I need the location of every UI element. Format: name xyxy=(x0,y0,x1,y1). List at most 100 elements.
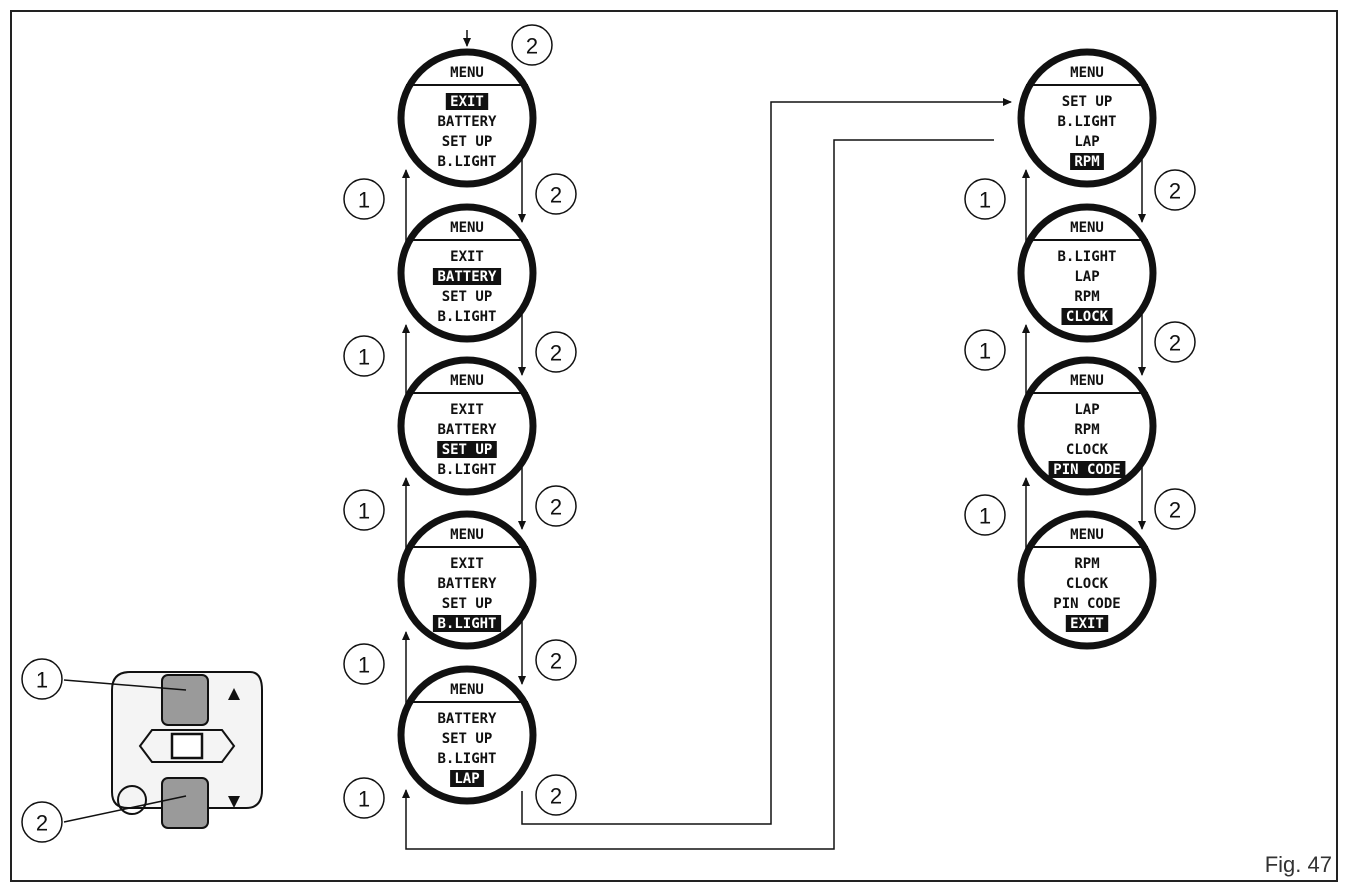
callout-circle xyxy=(343,643,385,685)
callout-number: 1 xyxy=(358,188,370,213)
menu-item-selected: BATTERY xyxy=(437,269,497,285)
menu-item-selected: PIN CODE xyxy=(1053,462,1120,478)
callout-2: 2 xyxy=(535,485,577,527)
figure-frame xyxy=(10,10,1338,882)
callout-circle xyxy=(1154,321,1196,363)
menu-display: MENU SET UP B.LIGHT LAP RPM xyxy=(1017,48,1157,188)
menu-item-selected: B.LIGHT xyxy=(437,616,496,632)
menu-item: B.LIGHT xyxy=(437,462,496,478)
handlebar-switch-illustration xyxy=(111,671,263,829)
menu-title: MENU xyxy=(450,682,484,698)
callout-circle xyxy=(535,639,577,681)
selection-highlight xyxy=(445,93,489,110)
callout-circle xyxy=(343,489,385,531)
callout-circle xyxy=(343,335,385,377)
menu-item-selected: EXIT xyxy=(1070,616,1104,632)
callout-2: 2 xyxy=(511,24,553,66)
flow-connectors xyxy=(63,30,1146,850)
menu-item: BATTERY xyxy=(437,422,497,438)
menu-title: MENU xyxy=(450,220,484,236)
up-button[interactable] xyxy=(161,674,209,726)
callout-number: 2 xyxy=(550,183,562,208)
callout-number: 2 xyxy=(526,34,538,59)
selection-highlight xyxy=(450,770,484,787)
callout-number: 2 xyxy=(550,495,562,520)
callout-number: 2 xyxy=(1169,331,1181,356)
callout-2: 2 xyxy=(1154,488,1196,530)
down-button[interactable] xyxy=(161,777,209,829)
menu-item: SET UP xyxy=(1062,94,1113,110)
callout-2: 2 xyxy=(21,801,63,843)
menu-item: B.LIGHT xyxy=(1057,249,1116,265)
selection-highlight xyxy=(437,441,497,458)
center-button[interactable] xyxy=(170,732,204,760)
menu-item: LAP xyxy=(1074,134,1099,150)
callout-leader xyxy=(63,679,187,691)
menu-item: B.LIGHT xyxy=(437,154,496,170)
menu-item: B.LIGHT xyxy=(437,309,496,325)
callout-circle xyxy=(964,494,1006,536)
menu-item: BATTERY xyxy=(437,711,497,727)
selection-highlight xyxy=(1065,615,1109,632)
switch-knob xyxy=(117,785,147,815)
callout-1: 1 xyxy=(964,494,1006,536)
callout-2: 2 xyxy=(535,639,577,681)
callout-number: 1 xyxy=(36,668,48,693)
callout-2: 2 xyxy=(535,774,577,816)
up-flow-connector xyxy=(402,139,994,850)
callout-circle xyxy=(535,173,577,215)
menu-title: MENU xyxy=(1070,373,1104,389)
menu-item: PIN CODE xyxy=(1053,596,1120,612)
menu-item: B.LIGHT xyxy=(437,751,496,767)
menu-item: CLOCK xyxy=(1066,442,1109,458)
callout-number: 2 xyxy=(36,811,48,836)
menu-display: MENU B.LIGHT LAP RPM CLOCK xyxy=(1017,203,1157,343)
menu-item: SET UP xyxy=(442,289,493,305)
menu-title: MENU xyxy=(1070,65,1104,81)
menu-item-selected: EXIT xyxy=(450,94,484,110)
selection-highlight xyxy=(1061,308,1113,325)
callout-1: 1 xyxy=(343,178,385,220)
menu-title: MENU xyxy=(450,527,484,543)
selection-highlight xyxy=(1070,153,1104,170)
menu-item: RPM xyxy=(1074,422,1099,438)
callout-number: 2 xyxy=(550,649,562,674)
menu-item: BATTERY xyxy=(437,576,497,592)
callout-circle xyxy=(511,24,553,66)
menu-item: B.LIGHT xyxy=(1057,114,1116,130)
selection-highlight xyxy=(432,615,502,632)
callout-2: 2 xyxy=(1154,169,1196,211)
menu-title: MENU xyxy=(1070,220,1104,236)
callout-number: 2 xyxy=(550,341,562,366)
callout-number: 1 xyxy=(358,653,370,678)
callout-1: 1 xyxy=(343,335,385,377)
menu-item-selected: CLOCK xyxy=(1066,309,1109,325)
menu-item: SET UP xyxy=(442,134,493,150)
menu-item: CLOCK xyxy=(1066,576,1109,592)
menu-item: LAP xyxy=(1074,269,1099,285)
menu-item: RPM xyxy=(1074,289,1099,305)
menu-item: EXIT xyxy=(450,556,484,572)
menu-title: MENU xyxy=(1070,527,1104,543)
callout-circle xyxy=(535,485,577,527)
callout-number: 1 xyxy=(979,339,991,364)
callout-leader xyxy=(63,795,187,823)
callout-number: 1 xyxy=(979,504,991,529)
callout-number: 1 xyxy=(979,188,991,213)
callout-1: 1 xyxy=(964,329,1006,371)
menu-item-selected: RPM xyxy=(1074,154,1099,170)
callout-number: 1 xyxy=(358,787,370,812)
callout-circle xyxy=(964,329,1006,371)
callout-number: 2 xyxy=(1169,179,1181,204)
callout-circle xyxy=(343,777,385,819)
callout-circle xyxy=(535,774,577,816)
selection-highlight xyxy=(432,268,502,285)
callout-1: 1 xyxy=(964,178,1006,220)
